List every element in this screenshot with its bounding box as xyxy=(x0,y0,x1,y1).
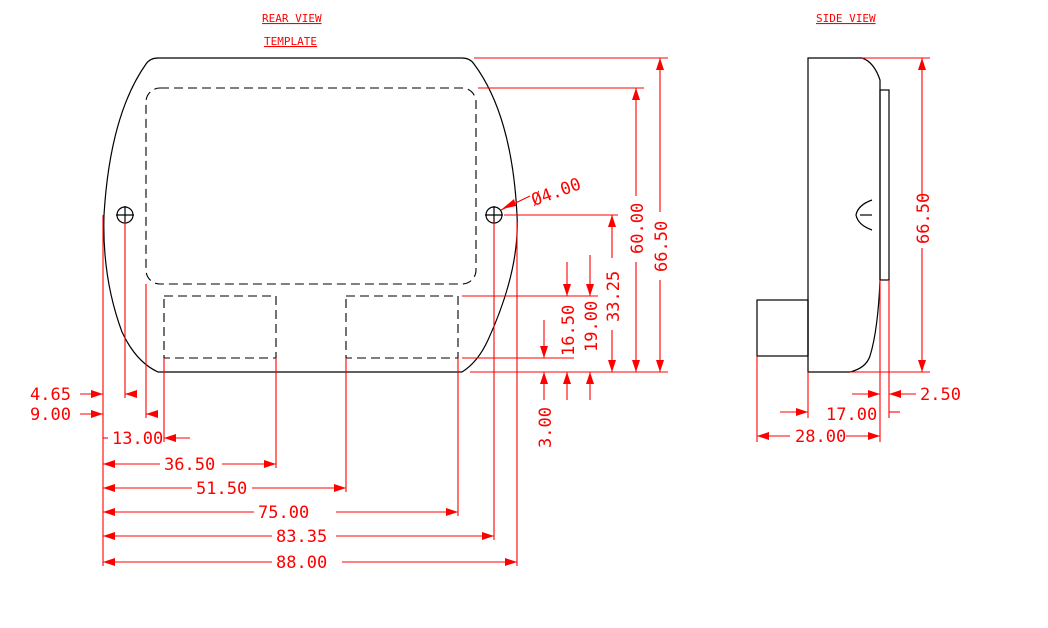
dim-panel-thickness: 2.50 xyxy=(920,385,961,405)
dim-template-height: 60.00 xyxy=(628,203,648,254)
side-view-outline xyxy=(756,57,890,373)
dim-cutout1-right: 36.50 xyxy=(164,455,215,475)
dim-hole-diameter: Ø4.00 xyxy=(529,174,584,210)
dim-overall-height: 66.50 xyxy=(652,221,672,272)
dim-overall-width: 88.00 xyxy=(276,553,327,573)
rear-view-title: REAR VIEW xyxy=(262,12,322,25)
dim-cutout-bottom: 3.00 xyxy=(536,407,556,448)
dim-hole2-x: 83.35 xyxy=(276,527,327,547)
dimension-lines xyxy=(80,57,930,566)
dim-cutout2-left: 51.50 xyxy=(196,479,247,499)
dim-body-depth: 17.00 xyxy=(826,405,877,425)
dim-overall-depth: 28.00 xyxy=(795,427,846,447)
mounting-hole-left xyxy=(116,206,134,224)
dim-cutout2-right: 75.00 xyxy=(258,503,309,523)
dim-hole-center-height: 33.25 xyxy=(604,271,624,322)
dim-cutout-top: 19.00 xyxy=(582,301,602,352)
dim-template-left: 9.00 xyxy=(30,405,71,425)
arrowheads xyxy=(91,58,926,566)
dim-hole-x: 4.65 xyxy=(30,385,71,405)
mounting-hole-right xyxy=(485,206,503,224)
dim-cutout1-left: 13.00 xyxy=(112,429,163,449)
rear-view-outline xyxy=(103,57,518,373)
dim-side-height: 66.50 xyxy=(914,193,934,244)
rear-view-subtitle: TEMPLATE xyxy=(264,35,317,48)
dim-cutout-height: 16.50 xyxy=(559,305,579,356)
side-view-title: SIDE VIEW xyxy=(816,12,876,25)
